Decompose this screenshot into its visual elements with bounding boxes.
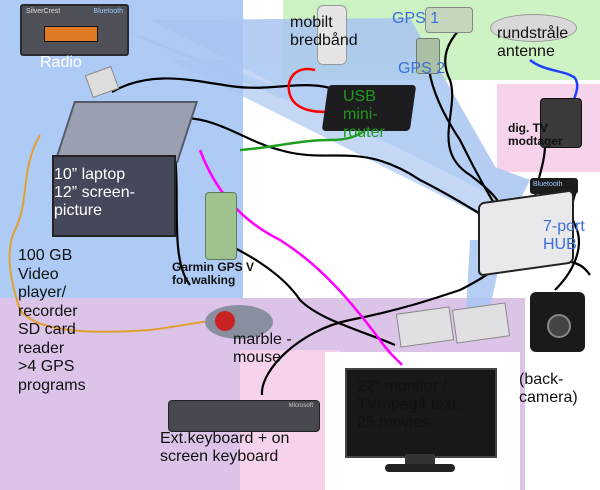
label-keyboard: Ext.keyboard + on screen keyboard [160,430,290,465]
cable-gps2-hub [426,61,496,206]
antenna-device [490,14,577,44]
label-rundstraale: rundstråle antenne [497,25,569,60]
keyboard-brand-text: Microsoft [288,403,313,409]
label-dig-tv: dig. TV modtager [508,121,563,149]
label-gps1: GPS 1 [392,10,440,27]
label-garmin: Garmin GPS V for walking [172,260,255,288]
bluetooth-badge-hub: Bluetooth [533,181,563,188]
monitor-device [345,368,497,478]
label-video-player: 100 GB Video player/ recorder SD card re… [18,247,86,394]
keyboard-device: Microsoft [168,400,320,432]
label-back-camera: (back- camera) [519,371,578,406]
tv-receiver-device [540,98,582,148]
laptop-device [52,95,199,237]
radio-device: SilverCrest Bluetooth [20,4,129,56]
cable-orange [8,134,236,333]
back-camera-device [530,292,585,352]
cable-laptop-down [173,154,191,286]
marble-mouse-device [205,305,275,341]
garmin-gps-device [205,192,237,260]
bluetooth-badge-radio: Bluetooth [93,8,123,15]
beam-gps2 [170,60,510,230]
label-radio: Radio [40,54,82,71]
radio-display [44,26,98,42]
label-gps2: GPS 2 [398,60,446,77]
label-laptop: 10” laptop 12” screen- picture [54,166,135,219]
label-usb-router: USB mini- router [343,88,385,141]
cable-mouse [214,237,396,347]
label-marble-mouse: marble - mouse [233,331,292,366]
usb-dongle [317,5,347,65]
label-monitor: 22” monitor / TVmpeg4 text, 25 movies [357,378,462,431]
remote-controls [395,302,511,348]
label-mobil-bredband: mobilt bredbånd [290,14,358,49]
cable-red [287,67,346,114]
label-hub: 7-port HUB [543,218,585,253]
gps2-device [416,38,440,74]
cable-laptop-router [111,77,331,93]
gps1-device [425,7,473,33]
cable-laptop-hub [164,116,501,226]
cable-green [239,127,369,152]
radio-brand-text: SilverCrest [26,8,61,15]
cable-gps1-hub [444,19,507,216]
